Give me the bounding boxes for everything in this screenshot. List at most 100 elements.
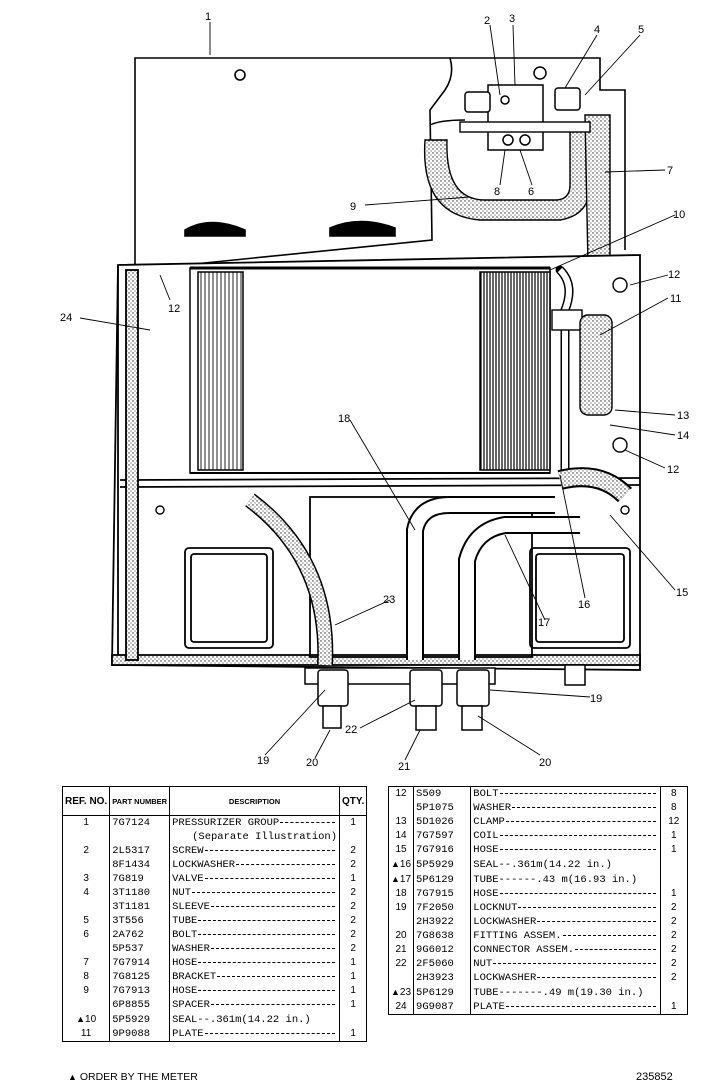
row-qty: 12: [668, 816, 680, 827]
row-ref: [388, 971, 415, 985]
leader-dashes: [493, 962, 656, 964]
row-ref: 15: [388, 843, 415, 857]
row-description-text: NUT: [473, 958, 493, 970]
row-description: SEAL--.361m(14.22 in.): [470, 857, 661, 872]
row-ref: 7: [62, 956, 111, 970]
row-qty: 2: [671, 944, 677, 955]
callout-19-right: 19: [590, 693, 602, 705]
leader-dashes: [198, 919, 336, 921]
row-ref-number: 10: [85, 1014, 97, 1025]
row-ref: [62, 900, 111, 914]
meter-marker-icon: ▲: [391, 987, 400, 997]
parts-table-left: REF. NO. PART NUMBER DESCRIPTION QTY. 1 7…: [62, 786, 368, 1042]
row-description-text: LOCKWASHER: [473, 972, 537, 984]
row-description: BOLT: [169, 928, 341, 942]
row-part-number: 8F1434: [109, 858, 171, 872]
callout-20-right: 20: [539, 757, 551, 769]
row-qty: 2: [671, 972, 677, 983]
row-description-text: HOSE: [473, 888, 499, 900]
row-ref-number: 9: [83, 985, 89, 996]
row-description: NUT: [169, 886, 341, 900]
row-description: PLATE: [169, 1027, 341, 1042]
row-qty: 2: [671, 916, 677, 927]
row-part-number: 5P5929: [109, 1012, 171, 1027]
row-ref: [388, 915, 415, 929]
row-ref-number: 11: [80, 1028, 92, 1039]
callout-23: 23: [383, 594, 395, 606]
leader-dashes: [499, 848, 656, 850]
row-qty: [340, 830, 367, 844]
row-qty: [340, 1012, 367, 1027]
row-description-text: BRACKET: [172, 971, 217, 983]
row-ref-number: 6: [83, 929, 89, 940]
right-side-hose: [155, 265, 630, 515]
row-qty: 2: [350, 929, 356, 940]
callout-8: 8: [494, 186, 500, 198]
row-ref: ▲10: [62, 1012, 111, 1027]
row-ref: 8: [62, 970, 111, 984]
row-qty: 2: [350, 859, 356, 870]
row-qty: 2: [350, 845, 356, 856]
leader-dashes: [562, 934, 656, 936]
row-part-number: 2A762: [109, 928, 171, 942]
callout-12-right: 12: [667, 464, 679, 476]
row-ref-number: 21: [395, 944, 407, 955]
row-qty: [660, 872, 687, 887]
row-ref-number: 16: [399, 859, 412, 870]
row-qty: 2: [671, 902, 677, 913]
row-qty: 1: [350, 957, 356, 968]
leader-dashes: [280, 821, 336, 823]
row-description-text: (Separate Illustration): [192, 831, 338, 843]
callout-18: 18: [338, 413, 350, 425]
row-part-number: 7G8125: [109, 970, 171, 984]
row-qty: 1: [350, 999, 356, 1010]
row-ref: 2: [62, 844, 111, 858]
row-ref: 13: [388, 815, 415, 829]
row-qty: 1: [671, 844, 677, 855]
row-part-number: 2F5060: [413, 957, 472, 971]
row-part-number: [109, 830, 171, 844]
row-description: HOSE: [470, 843, 661, 857]
row-description-text: COIL: [473, 830, 499, 842]
row-description: HOSE: [470, 887, 661, 901]
row-ref: 12: [388, 786, 415, 801]
row-part-number: 5P6129: [413, 872, 472, 887]
meter-marker-icon: ▲: [391, 874, 400, 884]
row-description: WASHER: [470, 801, 661, 815]
leader-dashes: [204, 1032, 336, 1034]
row-description: TUBE------.43 m(16.93 in.): [470, 872, 661, 887]
leader-dashes: [210, 905, 336, 907]
row-ref-number: 20: [395, 930, 407, 941]
leader-dashes: [192, 891, 336, 893]
table-header: REF. NO. PART NUMBER DESCRIPTION QTY.: [62, 786, 367, 816]
header-part: PART NUMBER: [109, 786, 171, 816]
row-ref: 1: [62, 815, 111, 830]
row-part-number: 9P9088: [109, 1027, 171, 1042]
callout-16: 16: [578, 599, 590, 611]
leader-dashes: [499, 834, 656, 836]
row-ref: [388, 801, 415, 815]
row-qty: 1: [671, 888, 677, 899]
row-qty: 8: [671, 788, 677, 799]
row-qty: [660, 857, 687, 872]
header-desc: DESCRIPTION: [169, 786, 341, 816]
row-part-number: 5P6129: [413, 985, 472, 1000]
row-ref-number: 8: [83, 971, 89, 982]
callout-13: 13: [677, 410, 689, 422]
row-ref: 18: [388, 887, 415, 901]
row-description: LOCKWASHER: [169, 858, 341, 872]
row-description: LOCKWASHER: [470, 915, 661, 929]
row-description: SCREW: [169, 844, 341, 858]
callout-labels: 1 2 3 4 5 6 7 8 9 10 12 11 24 12 13 14 1…: [60, 11, 689, 773]
